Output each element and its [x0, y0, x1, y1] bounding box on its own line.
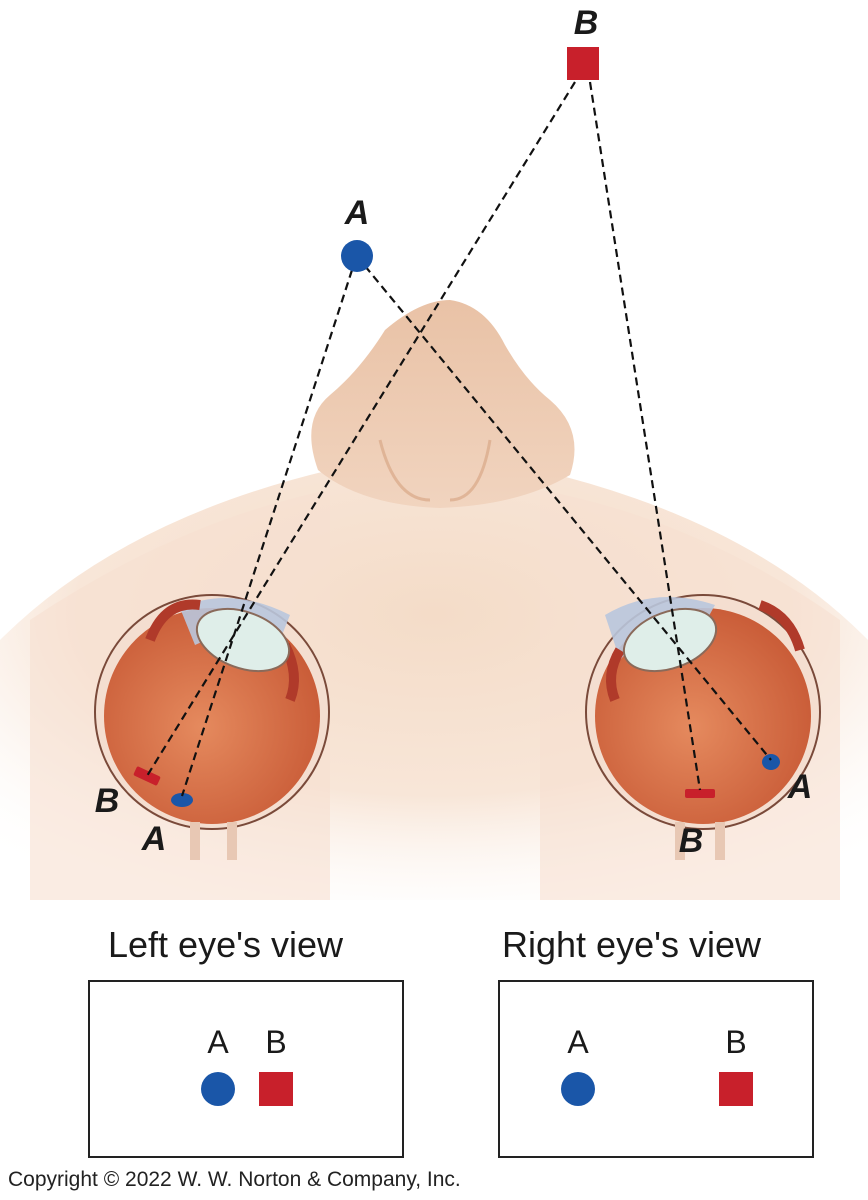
object-a-label: A	[344, 194, 370, 232]
copyright-notice: Copyright © 2022 W. W. Norton & Company,…	[8, 1168, 461, 1191]
left-retina-image-a	[171, 793, 193, 807]
left-view-box: A B	[88, 980, 404, 1158]
left-view-dot-a	[201, 1072, 235, 1106]
nose	[311, 300, 575, 508]
sight-lines	[146, 81, 772, 797]
right-view-title: Right eye's view	[502, 924, 761, 965]
right-view-square-b	[719, 1072, 753, 1106]
left-retina-b-label: B	[95, 782, 120, 820]
left-view-square-b	[259, 1072, 293, 1106]
object-b-label: B	[574, 4, 599, 42]
line-a-to-left-eye	[180, 269, 354, 797]
left-view-title: Left eye's view	[108, 924, 343, 965]
right-view-dot-a	[561, 1072, 595, 1106]
object-b-square	[567, 47, 599, 80]
object-a-dot	[341, 240, 373, 272]
right-retina-b-label: B	[679, 822, 704, 860]
line-a-to-right-eye	[364, 265, 772, 761]
line-b-to-left-eye	[146, 81, 576, 777]
line-b-to-right-eye	[588, 81, 702, 791]
right-view-label-a: A	[567, 1024, 589, 1060]
left-view-label-a: A	[207, 1024, 229, 1060]
right-retina-a-label: A	[787, 768, 813, 806]
right-retina-image-b	[685, 789, 715, 798]
left-retina-a-label: A	[141, 820, 167, 858]
right-eye	[585, 594, 821, 860]
right-retina-image-a	[762, 754, 780, 770]
left-view-label-b: B	[265, 1024, 287, 1060]
right-view-label-b: B	[725, 1024, 747, 1060]
right-view-box: A B	[498, 980, 814, 1158]
left-retina-image-b	[133, 766, 161, 786]
